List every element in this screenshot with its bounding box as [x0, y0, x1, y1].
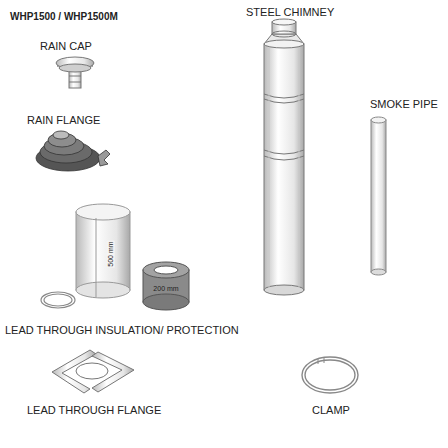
model-heading: WHP1500 / WHP1500M [10, 11, 118, 23]
clamp-drawing [302, 357, 358, 393]
part-name: RAIN FLANGE [27, 114, 100, 127]
part-name: RAIN CAP [40, 40, 92, 53]
rain-cap-drawing [56, 57, 94, 88]
insulation-sleeve-drawing [76, 204, 130, 298]
part-name: STEEL CHIMNEY [246, 6, 334, 19]
lead-through-flange-drawing [52, 350, 134, 393]
part-name: LEAD THROUGH FLANGE [27, 404, 161, 417]
rain-flange-drawing [36, 131, 110, 171]
small-clamp-drawing [41, 292, 75, 308]
smoke-pipe-drawing [371, 117, 386, 275]
dimension-label: 500 mm [107, 240, 115, 267]
insulation-roll-drawing [143, 262, 189, 310]
part-name: SMOKE PIPE [370, 98, 438, 111]
part-name: CLAMP [312, 404, 350, 417]
steel-chimney-drawing [264, 19, 304, 295]
dimension-label: 200 mm [152, 285, 179, 293]
part-name: LEAD THROUGH INSULATION/ PROTECTION [5, 324, 239, 337]
